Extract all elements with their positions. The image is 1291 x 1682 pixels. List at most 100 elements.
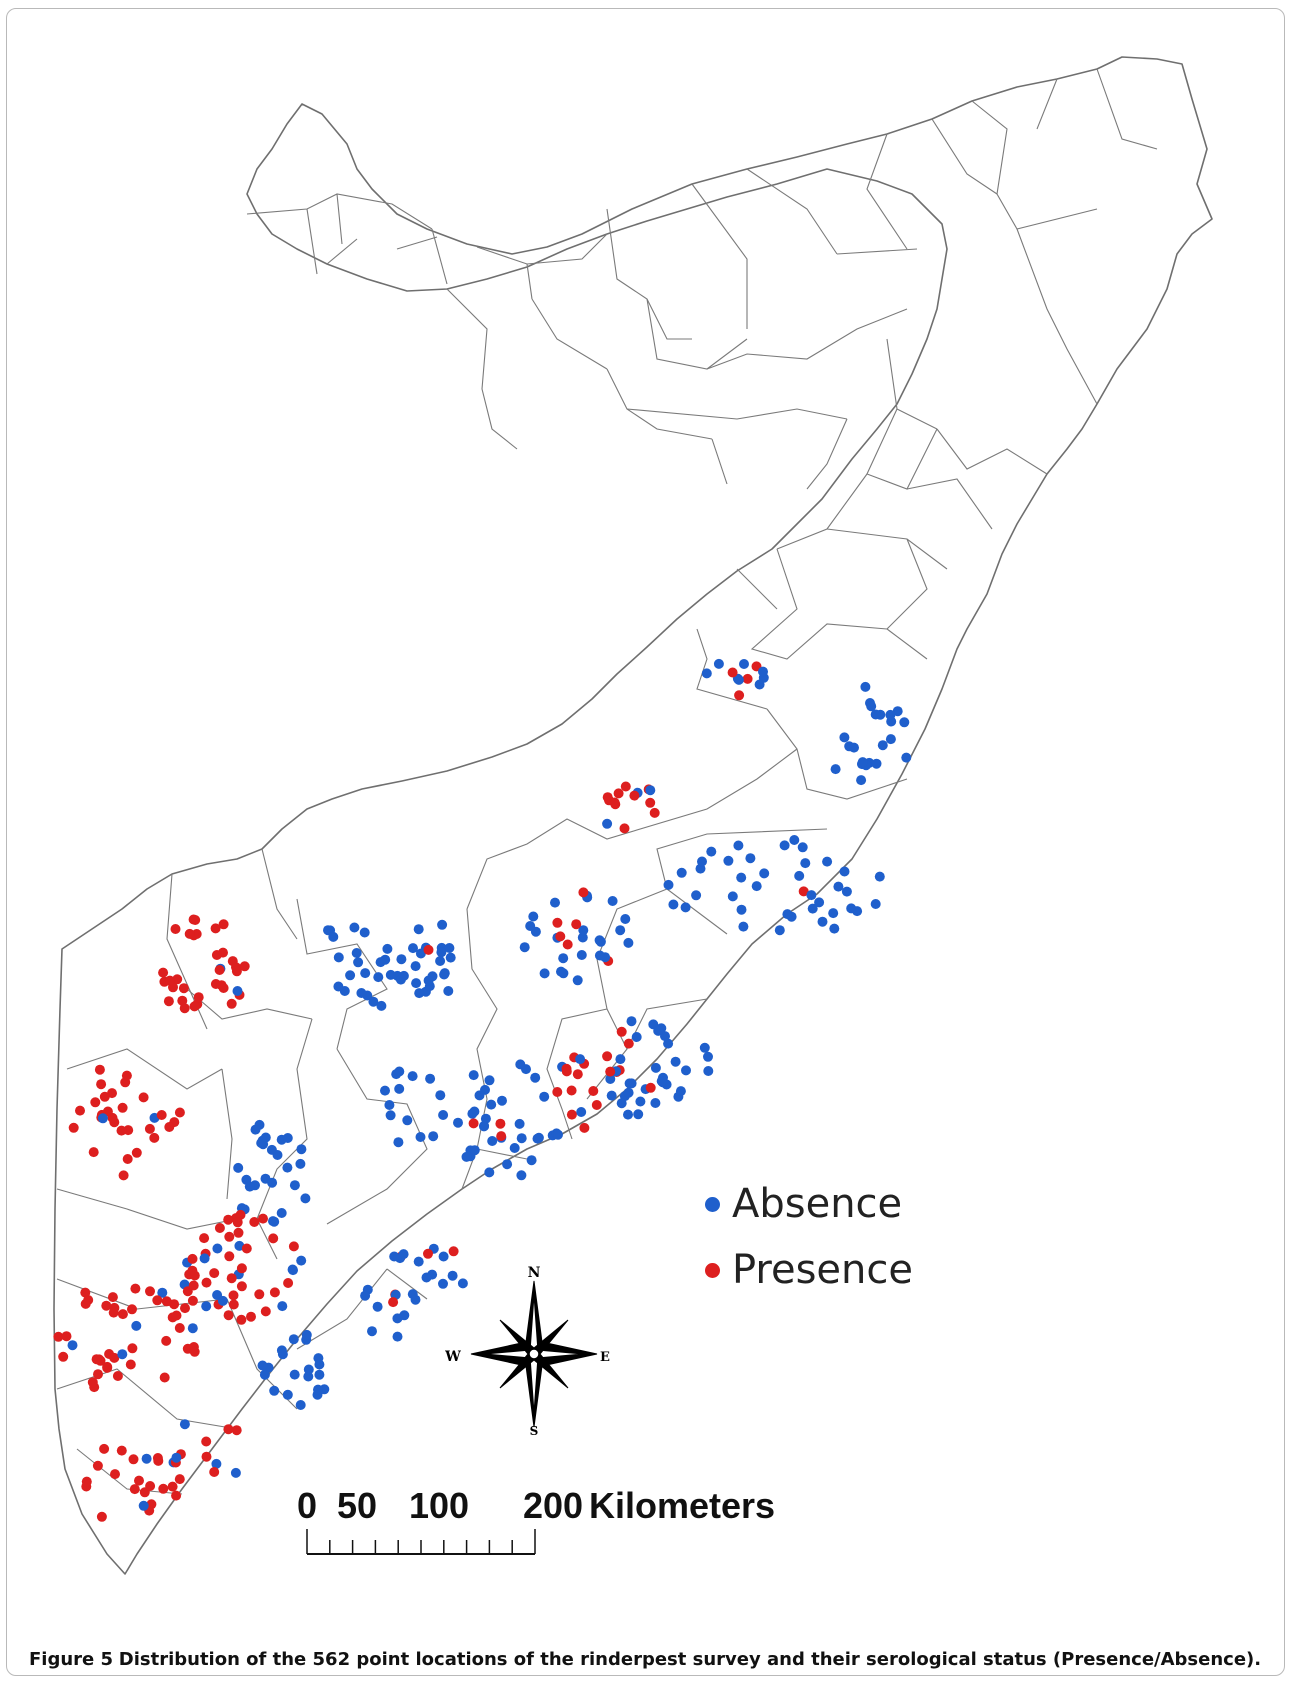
compass-rose-icon: N S E W xyxy=(444,1265,610,1438)
absence-point xyxy=(871,758,882,769)
map-canvas: N S E W xyxy=(53,56,1213,1575)
absence-point xyxy=(212,1243,223,1254)
absence-point xyxy=(486,1099,497,1110)
absence-point xyxy=(497,1095,507,1106)
absence-point xyxy=(410,1294,421,1305)
district-boundary xyxy=(396,236,438,250)
presence-point xyxy=(561,1066,572,1077)
absence-point xyxy=(461,1151,472,1162)
presence-point xyxy=(188,1280,199,1291)
absence-point xyxy=(380,1085,390,1096)
absence-point xyxy=(723,855,734,866)
presence-point xyxy=(620,781,631,792)
absence-point xyxy=(789,835,800,845)
survey-points xyxy=(53,658,912,1522)
absence-point xyxy=(595,936,606,947)
absence-point xyxy=(233,1162,244,1173)
presence-point xyxy=(742,673,753,684)
scale-tick-label-200: 200 xyxy=(523,1485,584,1526)
absence-point xyxy=(415,1132,426,1142)
absence-point xyxy=(469,1106,480,1117)
presence-point xyxy=(167,1481,178,1492)
absence-point xyxy=(841,886,852,897)
presence-point xyxy=(591,1100,602,1110)
absence-point xyxy=(398,1249,409,1260)
absence-point xyxy=(368,996,379,1007)
presence-point xyxy=(588,1086,599,1096)
legend-label-presence: Presence xyxy=(732,1247,913,1293)
district-boundary xyxy=(931,118,998,195)
absence-point xyxy=(782,909,793,920)
presence-point xyxy=(110,1469,120,1480)
absence-point xyxy=(425,1073,436,1084)
absence-point xyxy=(356,988,367,998)
presence-point xyxy=(232,1217,243,1228)
absence-point xyxy=(288,1265,298,1276)
district-boundary xyxy=(466,748,798,910)
district-boundary xyxy=(446,288,518,450)
absence-point xyxy=(701,668,712,679)
absence-point xyxy=(602,818,613,829)
presence-point xyxy=(218,983,229,993)
absence-point xyxy=(484,1167,495,1178)
presence-point xyxy=(616,1026,627,1037)
absence-point xyxy=(839,732,850,743)
presence-point xyxy=(448,1246,459,1257)
absence-point xyxy=(385,1110,396,1121)
absence-point xyxy=(353,957,364,968)
absence-point xyxy=(276,1345,287,1356)
absence-point xyxy=(376,1000,387,1011)
absence-point xyxy=(414,988,425,999)
district-boundary xyxy=(526,263,533,300)
presence-point xyxy=(138,1092,149,1103)
absence-point xyxy=(814,897,825,908)
absence-point xyxy=(703,1066,714,1076)
presence-point xyxy=(727,667,738,678)
absence-point xyxy=(829,923,840,934)
district-boundary xyxy=(866,408,938,490)
presence-point xyxy=(161,1335,172,1346)
absence-point xyxy=(428,1131,439,1142)
absence-point xyxy=(626,1078,637,1089)
absence-point xyxy=(468,1070,479,1081)
presence-point xyxy=(158,1483,169,1494)
absence-point xyxy=(257,1360,268,1371)
presence-point xyxy=(152,1453,163,1463)
presence-point xyxy=(174,1323,185,1333)
presence-point xyxy=(495,1118,506,1129)
district-boundary xyxy=(750,548,888,660)
absence-point xyxy=(656,1076,667,1087)
absence-point xyxy=(303,1364,314,1375)
absence-point xyxy=(676,867,687,878)
presence-point xyxy=(127,1343,138,1354)
absence-point xyxy=(360,1290,371,1301)
absence-point xyxy=(268,1216,278,1227)
presence-point xyxy=(223,1214,234,1225)
presence-point xyxy=(602,792,613,803)
absence-point xyxy=(171,1452,182,1463)
absence-point xyxy=(398,970,409,981)
figure-caption: Figure 5 Distribution of the 562 point l… xyxy=(29,1649,1261,1670)
presence-point xyxy=(134,1475,144,1486)
district-boundary xyxy=(936,428,1048,475)
absence-point xyxy=(631,1032,642,1042)
district-boundary xyxy=(1036,78,1058,130)
presence-point xyxy=(164,1122,175,1132)
presence-point xyxy=(91,1354,102,1365)
absence-point xyxy=(359,927,370,938)
absence-point xyxy=(453,1117,463,1128)
district-boundary xyxy=(66,1048,223,1090)
absence-point xyxy=(266,1144,277,1155)
absence-point xyxy=(550,897,560,908)
compass-north-label: N xyxy=(528,1265,541,1281)
absence-point xyxy=(389,1251,400,1262)
absence-point xyxy=(839,866,850,877)
somalia-outline xyxy=(53,56,1213,1575)
district-boundary xyxy=(56,1188,238,1230)
district-boundaries xyxy=(56,68,1158,1495)
absence-point xyxy=(558,953,569,964)
absence-point xyxy=(300,1193,311,1204)
absence-point xyxy=(626,1016,637,1027)
absence-point xyxy=(328,931,339,942)
district-boundary xyxy=(606,208,692,340)
